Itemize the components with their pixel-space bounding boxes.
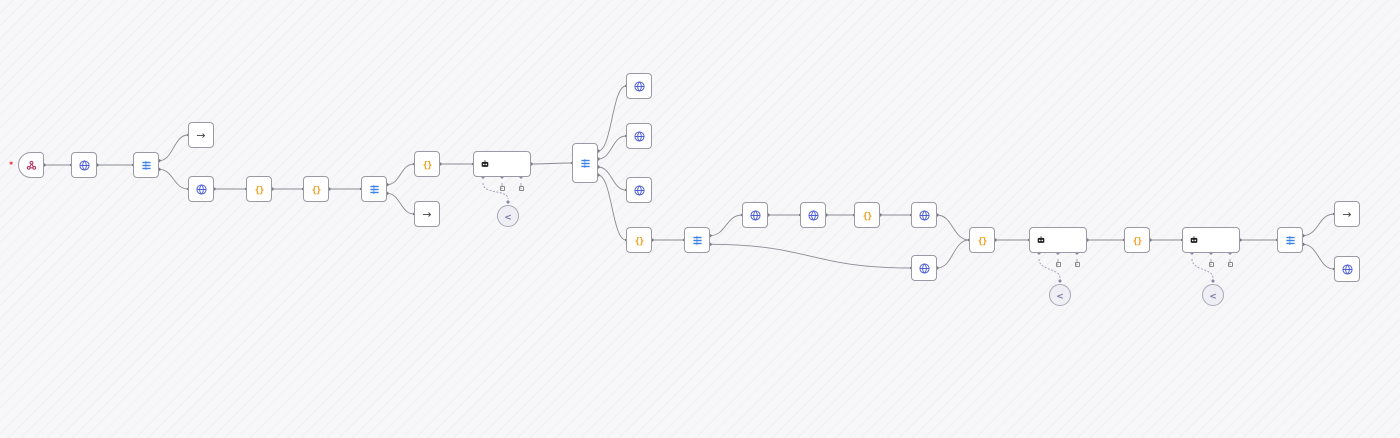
node-gen-new[interactable] (911, 202, 937, 228)
code-icon: {} (1132, 237, 1143, 247)
code-icon: {} (977, 237, 988, 247)
node-check-human[interactable] (133, 152, 159, 178)
node-unc-router[interactable] (1277, 227, 1303, 253)
node-fraud[interactable] (626, 177, 652, 203)
connection-edge (530, 162, 573, 165)
connection-edge (597, 174, 627, 241)
node-openrouter[interactable]: < (1049, 284, 1071, 306)
node-check-times[interactable] (361, 176, 387, 202)
node-fetch-zendesk[interactable] (71, 152, 97, 178)
arrow-right-icon: → (1342, 208, 1352, 221)
connection-edge (1302, 243, 1335, 270)
connection-edge (936, 214, 970, 241)
node-check-unc[interactable] (1182, 227, 1240, 253)
node-if-uncertain[interactable]: → (1334, 201, 1360, 227)
globe-icon (633, 130, 645, 142)
arrow-right-icon: → (196, 129, 206, 142)
arrow-right-icon: → (422, 208, 432, 221)
node-billing[interactable] (626, 73, 652, 99)
globe-icon (749, 209, 761, 221)
switch-icon (692, 235, 703, 246)
connection-edge (597, 166, 627, 191)
node-lookup[interactable]: {} (626, 227, 652, 253)
connection-edge (597, 135, 627, 160)
code-icon: {} (254, 186, 265, 196)
node-flip-conv[interactable]: {} (414, 151, 440, 177)
node-openrouter1[interactable]: < (1202, 284, 1224, 306)
code-icon: {} (862, 212, 873, 222)
connection-edge (158, 134, 189, 162)
add-sub-node-button[interactable]: + (518, 186, 524, 191)
connection-edge (386, 192, 415, 215)
add-sub-node-button[interactable]: + (1055, 262, 1061, 267)
model-output-handle[interactable] (1058, 279, 1062, 283)
node-msg-router[interactable] (572, 143, 598, 183)
trigger-marker-icon: ✱ (9, 161, 14, 167)
code-icon: {} (311, 186, 322, 196)
model-connection-edge (1191, 258, 1214, 279)
switch-icon (369, 184, 380, 195)
node-delete[interactable] (626, 123, 652, 149)
node-new-ticket[interactable] (684, 227, 710, 253)
connection-edge (386, 163, 415, 186)
globe-icon (633, 80, 645, 92)
node-if-human[interactable]: → (188, 122, 214, 148)
code-icon: {} (422, 161, 433, 171)
robot-icon (1189, 235, 1199, 245)
add-sub-node-button[interactable]: + (1208, 262, 1214, 267)
model-output-handle[interactable] (506, 200, 510, 204)
globe-icon (918, 209, 930, 221)
node-add-tags[interactable] (800, 202, 826, 228)
node-fetch-conv[interactable] (188, 176, 214, 202)
globe-icon (1341, 263, 1353, 275)
node-reply-ticket[interactable] (1334, 256, 1360, 282)
add-sub-node-button[interactable]: + (1074, 262, 1080, 267)
connection-edge (597, 85, 627, 152)
connection-edge (158, 168, 189, 190)
openrouter-icon: < (504, 213, 512, 223)
node-gen-existing[interactable] (911, 255, 937, 281)
robot-icon (1036, 235, 1046, 245)
switch-icon (1285, 235, 1296, 246)
connection-edge (709, 214, 743, 237)
code-icon: {} (634, 237, 645, 247)
connection-edge (1302, 213, 1335, 237)
globe-icon (807, 209, 819, 221)
node-add-topic[interactable]: {} (854, 202, 880, 228)
robot-icon (480, 159, 490, 169)
connection-edge (936, 239, 970, 269)
globe-icon (633, 184, 645, 196)
node-webhook[interactable] (18, 152, 44, 178)
globe-icon (195, 183, 207, 195)
node-ai-agent[interactable] (1029, 227, 1087, 253)
node-count-ai[interactable]: {} (303, 176, 329, 202)
node-parse-conv[interactable]: {} (246, 176, 272, 202)
connection-edge (709, 243, 912, 269)
globe-icon (918, 262, 930, 274)
node-parse-ai[interactable]: {} (1124, 227, 1150, 253)
add-sub-node-button[interactable]: + (499, 186, 505, 191)
node-more-than[interactable]: → (414, 201, 440, 227)
globe-icon (78, 159, 90, 171)
model-connection-edge (1038, 258, 1061, 279)
node-parse-mintlify[interactable]: {} (969, 227, 995, 253)
webhook-icon (26, 160, 37, 171)
switch-icon (141, 160, 152, 171)
openrouter-icon: < (1209, 292, 1217, 302)
openrouter-icon: < (1056, 292, 1064, 302)
switch-icon (580, 158, 591, 169)
node-create-topic[interactable] (742, 202, 768, 228)
node-msg-classifier[interactable] (473, 151, 531, 177)
add-sub-node-button[interactable]: + (1227, 262, 1233, 267)
model-output-handle[interactable] (1211, 279, 1215, 283)
node-openrouter2[interactable]: < (497, 205, 519, 227)
